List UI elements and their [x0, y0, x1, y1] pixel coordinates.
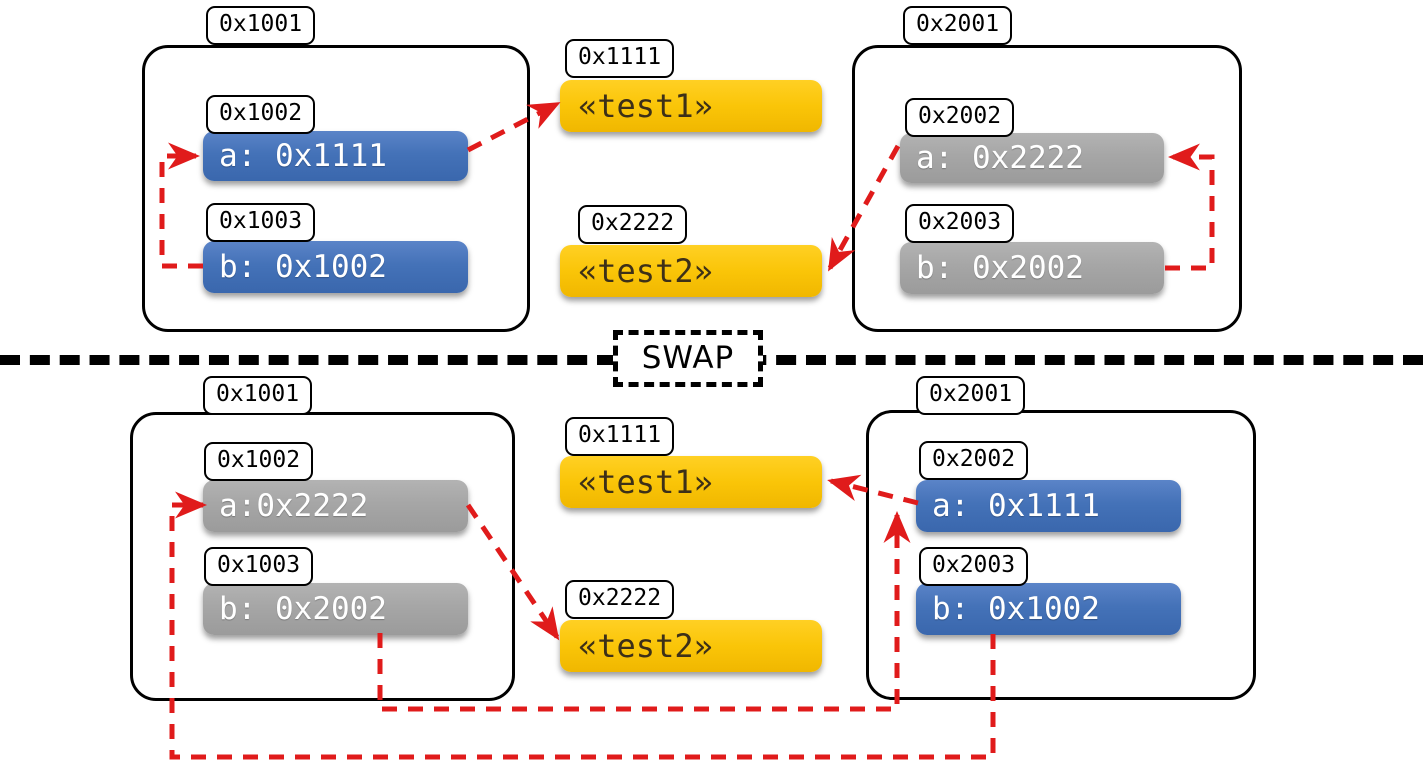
before-left-slot-1-address: 0x1003: [206, 203, 316, 242]
after-object-0-value: «test1»: [560, 456, 822, 508]
before-object-1-address: 0x2222: [578, 205, 688, 244]
before-object-0-address: 0x1111: [565, 39, 675, 78]
after-object-1-address: 0x2222: [565, 580, 675, 619]
after-right-frame-address: 0x2001: [916, 376, 1026, 415]
before-left-slot-0-address: 0x1002: [206, 95, 316, 134]
before-object-0-value: «test1»: [560, 80, 822, 132]
after-left-slot-1-value: b: 0x2002: [203, 583, 468, 635]
before-right-slot-1-value: b: 0x2002: [900, 242, 1164, 294]
after-right-slot-1-address: 0x2003: [919, 547, 1029, 586]
after-object-1-value: «test2»: [560, 620, 822, 672]
before-right-slot-0-value: a: 0x2222: [900, 133, 1164, 183]
before-left-slot-1-value: b: 0x1002: [203, 241, 468, 293]
before-left-slot-0-value: a: 0x1111: [203, 131, 468, 181]
before-right-frame-address: 0x2001: [903, 6, 1013, 45]
after-object-0-address: 0x1111: [565, 417, 675, 456]
swap-badge: SWAP: [613, 330, 763, 387]
after-right-slot-0-value: a: 0x1111: [916, 480, 1181, 532]
before-left-frame-address: 0x1001: [206, 6, 316, 45]
after-left-stack-frame: [130, 412, 515, 701]
before-object-1-value: «test2»: [560, 245, 822, 297]
after-left-slot-0-value: a:0x2222: [203, 480, 468, 532]
after-left-frame-address: 0x1001: [203, 376, 313, 415]
after-right-slot-0-address: 0x2002: [919, 441, 1029, 480]
before-right-slot-0-address: 0x2002: [905, 98, 1015, 137]
after-left-slot-1-address: 0x1003: [204, 547, 314, 586]
after-right-slot-1-value: b: 0x1002: [916, 583, 1181, 635]
before-right-slot-1-address: 0x2003: [905, 204, 1015, 243]
after-left-slot-0-address: 0x1002: [204, 442, 314, 481]
